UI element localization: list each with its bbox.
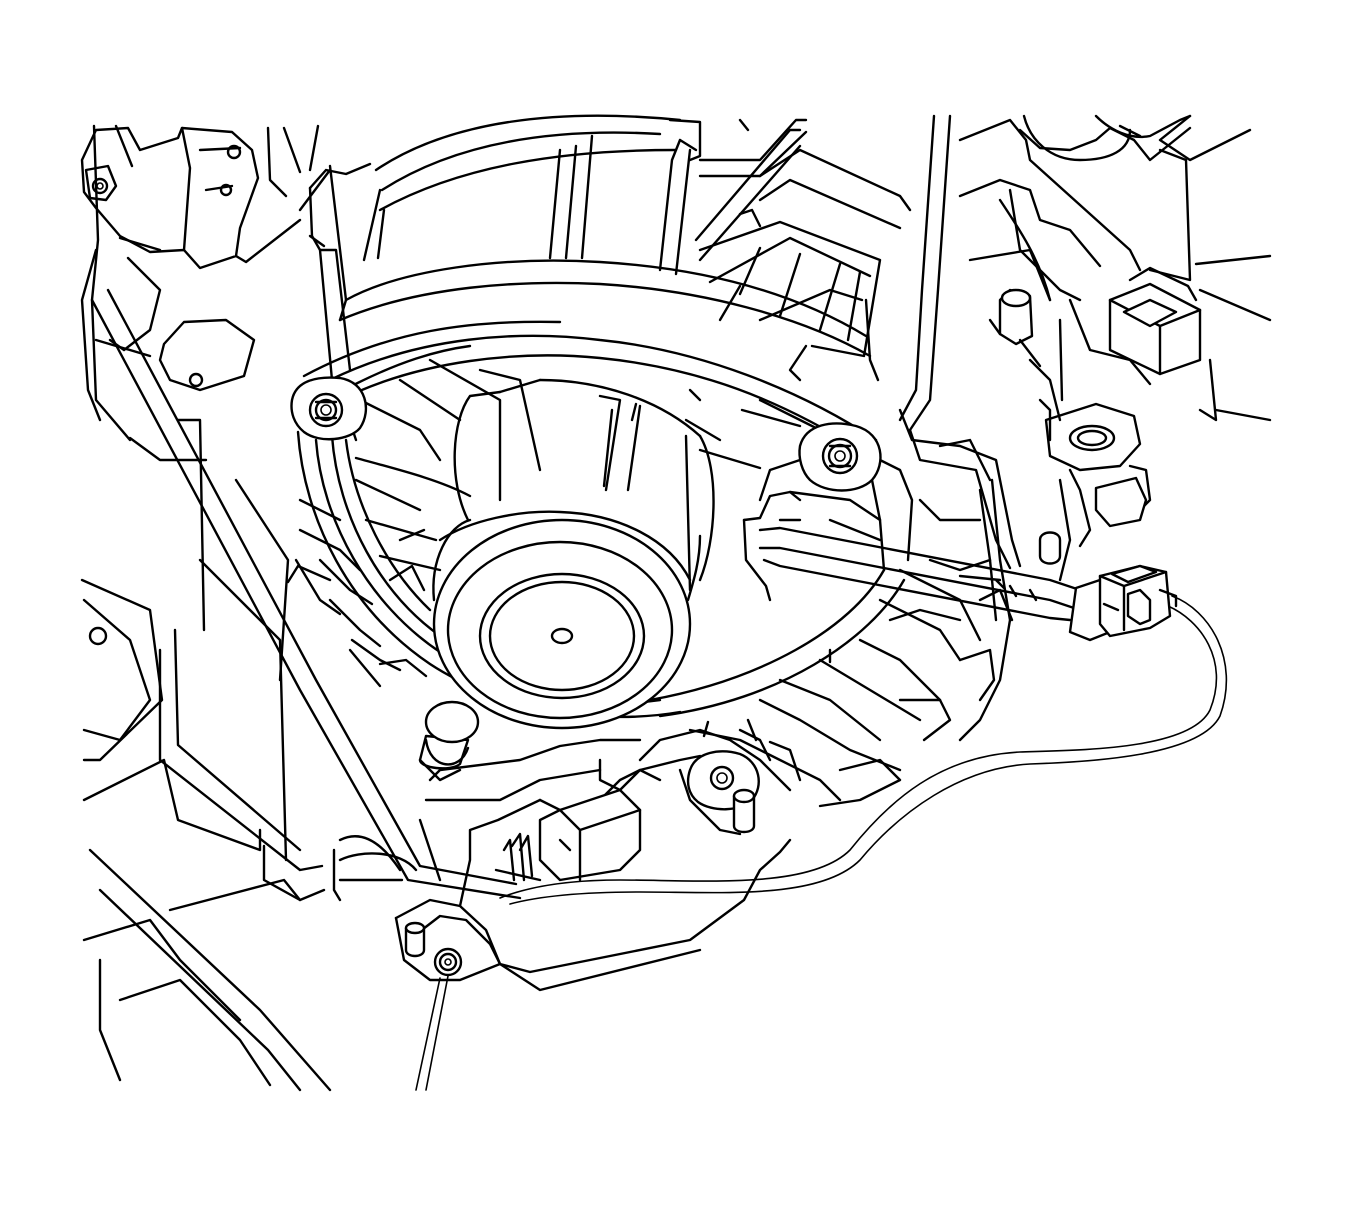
left-bracket-structure bbox=[80, 124, 332, 462]
motor-screw-upper-left bbox=[290, 376, 368, 441]
housing-screw-lower-left bbox=[415, 947, 463, 1091]
blower-wheel bbox=[286, 320, 1014, 808]
harness-electrical-connector bbox=[1068, 564, 1178, 642]
lower-left-panel bbox=[80, 418, 332, 1092]
housing-right-edge bbox=[938, 288, 1062, 742]
right-housing-structure bbox=[958, 114, 1272, 582]
motor-electrical-harness bbox=[499, 458, 1228, 905]
blower-motor bbox=[432, 378, 715, 730]
lower-housing-plate bbox=[332, 700, 802, 992]
blower-housing bbox=[308, 114, 1022, 570]
motor-screw-upper-right bbox=[798, 422, 882, 492]
